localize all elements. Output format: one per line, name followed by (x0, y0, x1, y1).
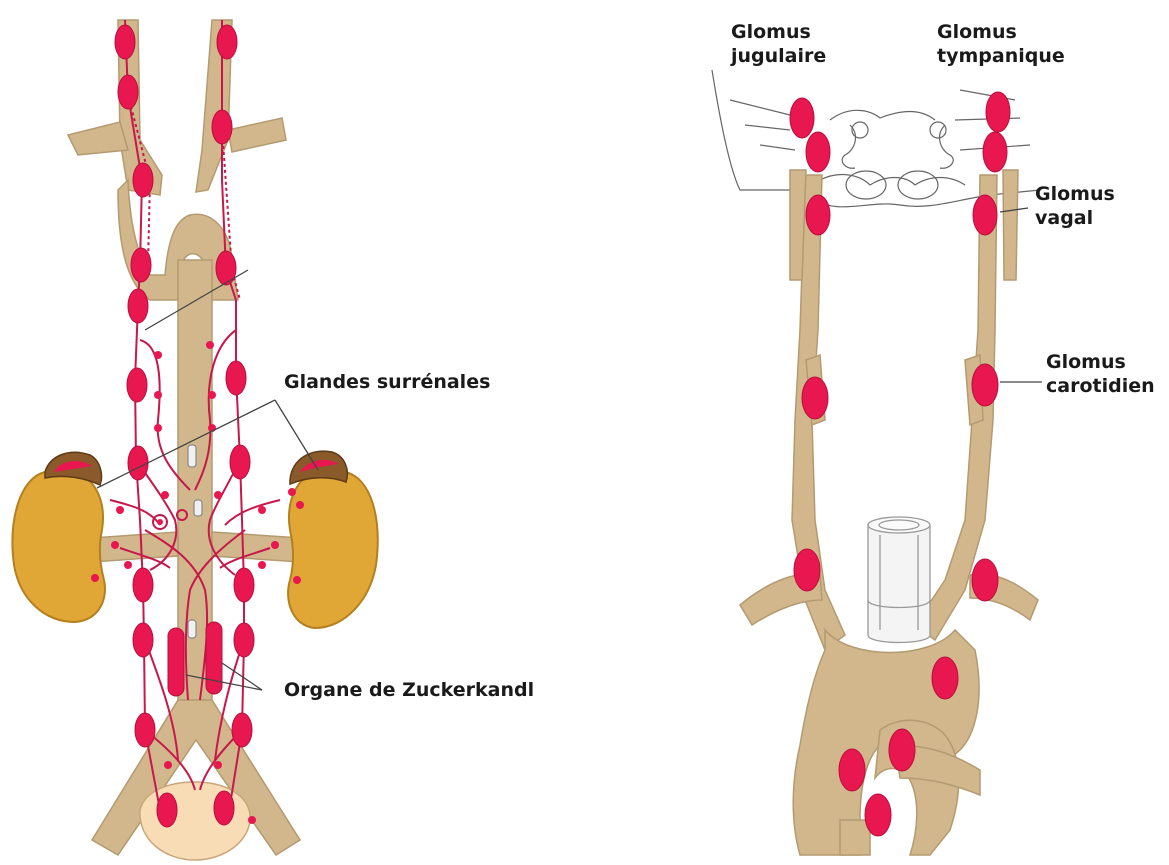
label-glandes-surrenales: Glandes surrénales (284, 370, 490, 394)
aorta-vessel-tree (68, 20, 300, 855)
aortic-body-right (972, 559, 998, 601)
left-panel-sympathetic-chain (12, 20, 377, 860)
label-glomus-vagal-line1: Glomus (1035, 182, 1115, 206)
right-panel-head-neck (712, 70, 1042, 855)
aortic-body-lower-2 (865, 794, 891, 836)
label-glomus-tympanique: Glomus tympanique (937, 20, 1065, 68)
trachea-cylinder (868, 517, 930, 643)
label-glomus-jugulaire: Glomus jugulaire (731, 20, 826, 68)
right-kidney (288, 470, 378, 628)
glomus-carotidien-right (972, 364, 998, 406)
label-organe-zuckerkandl: Organe de Zuckerkandl (284, 678, 534, 702)
label-glomus-vagal-line2: vagal (1035, 206, 1115, 230)
label-glomus-carotidien: Glomus carotidien (1046, 350, 1155, 398)
label-glomus-tympanique-line1: Glomus (937, 20, 1065, 44)
glomus-tympanique-right-1 (986, 92, 1010, 132)
glomus-carotidien-left (802, 377, 828, 419)
aortic-body-left (794, 549, 820, 591)
glomus-jugulaire-left-1 (790, 98, 814, 138)
glomus-tympanique-right-2 (983, 132, 1007, 172)
glomus-vagal-left (806, 195, 830, 235)
label-glomus-vagal: Glomus vagal (1035, 182, 1115, 230)
glomus-vagal-right (973, 195, 997, 235)
aortic-body-arch (932, 657, 958, 699)
label-glomus-carotidien-line1: Glomus (1046, 350, 1155, 374)
glomus-jugulaire-left-2 (806, 132, 830, 172)
aortic-body-lower-1 (839, 749, 865, 791)
label-glomus-carotidien-line2: carotidien (1046, 374, 1155, 398)
aortic-body-pulmonary (889, 729, 915, 771)
label-glomus-jugulaire-line1: Glomus (731, 20, 826, 44)
label-glomus-tympanique-line2: tympanique (937, 44, 1065, 68)
label-glomus-jugulaire-line2: jugulaire (731, 44, 826, 68)
left-kidney (12, 470, 105, 622)
